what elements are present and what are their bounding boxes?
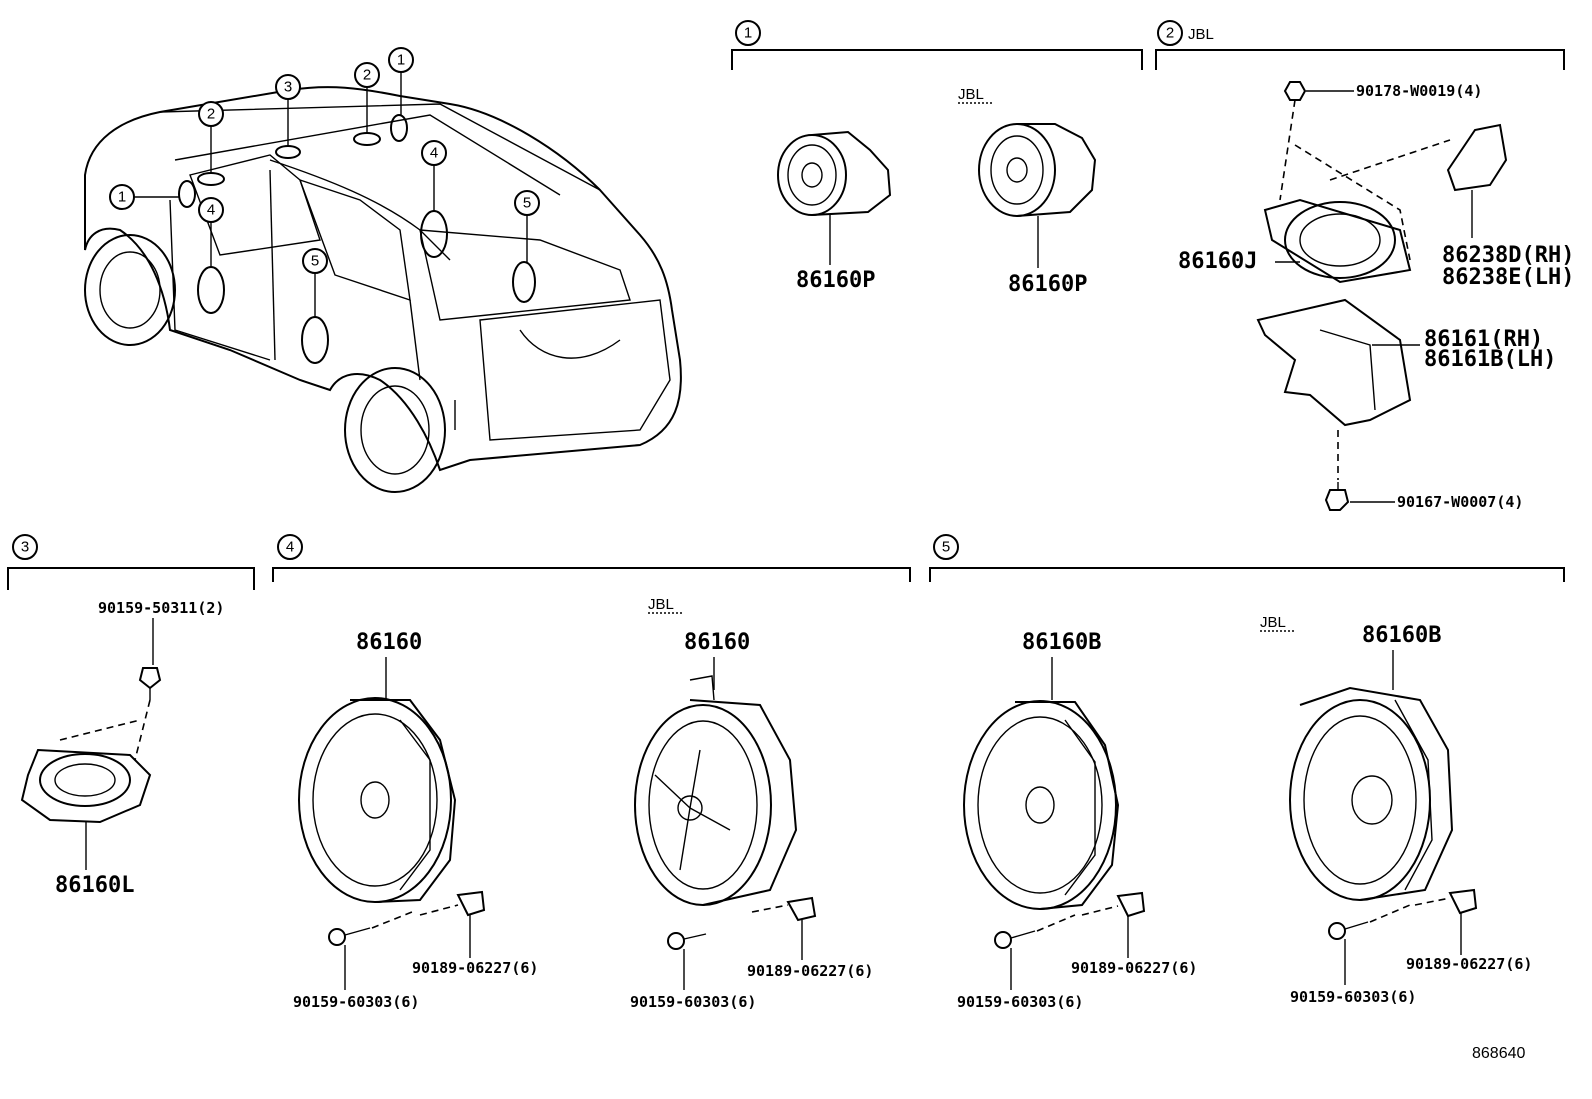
screw-icon [138, 667, 162, 700]
clip-icon [456, 890, 486, 917]
group-4-bracket [272, 567, 911, 582]
clip-86238 [1446, 123, 1508, 238]
group-1-number: 1 [744, 25, 752, 42]
clip-icon [1116, 891, 1146, 918]
group-2-bracket [1155, 49, 1565, 70]
vehicle-callouts: 1 2 3 2 1 4 4 5 5 [109, 47, 540, 274]
group-4: 4 JBL 86160 90159-60303(6) 90189-06227(6… [272, 534, 911, 1011]
callout-5-left: 5 [311, 253, 319, 270]
group-5: 5 JBL 86160B 90159-60303(6) 90189-06227(… [929, 534, 1565, 1011]
group-1-jbl-label: JBL [958, 86, 984, 103]
group-3-bracket [7, 567, 255, 590]
part-86160l: 86160L [55, 873, 134, 898]
part-90159-60303-a: 90159-60303(6) [293, 993, 419, 1011]
callout-1-front: 1 [118, 189, 126, 206]
callout-5-right: 5 [523, 195, 531, 212]
nut-icon [1283, 81, 1307, 101]
part-90159-60303-b: 90159-60303(6) [630, 993, 756, 1011]
part-90189-06227-a: 90189-06227(6) [412, 959, 538, 977]
part-86238d: 86238D(RH) [1442, 243, 1574, 268]
callout-3: 3 [284, 79, 292, 96]
part-86161: 86161(RH) [1424, 327, 1543, 352]
part-86160j: 86160J [1178, 249, 1257, 274]
diagram-id: 868640 [1472, 1045, 1525, 1062]
part-90178-w0019: 90178-W0019(4) [1356, 82, 1482, 100]
speaker-86160-jbl [634, 675, 798, 906]
part-86160-jbl: 86160 [684, 630, 750, 655]
part-86160b-std: 86160B [1022, 630, 1101, 655]
callout-4-left: 4 [207, 202, 215, 219]
tweeter-86160l [20, 748, 152, 870]
clip-icon [1448, 888, 1478, 915]
bracket-86161 [1256, 298, 1420, 427]
group-2: 2 JBL 90178-W0019(4) 86160J 86238D(RH) 8… [1155, 20, 1574, 511]
part-90159-60303-d: 90159-60303(6) [1290, 988, 1416, 1006]
group-5-number: 5 [942, 539, 950, 556]
clip-icon [786, 896, 817, 922]
callout-2-front: 2 [207, 106, 215, 123]
part-90167-w0007: 90167-W0007(4) [1397, 493, 1523, 511]
speaker-86160-std [298, 697, 457, 903]
group-2-number: 2 [1166, 25, 1174, 42]
group-1: 1 JBL 86160P 86160P [731, 20, 1143, 297]
screw-icon [994, 930, 1036, 949]
part-86160b-jbl: 86160B [1362, 623, 1441, 648]
screw-icon [667, 932, 707, 950]
screw-icon [328, 927, 371, 946]
group-5-jbl-label: JBL [1260, 614, 1286, 631]
callout-4-right: 4 [430, 145, 438, 162]
group-2-jbl-label: JBL [1188, 26, 1214, 43]
bolt-icon [1324, 482, 1350, 511]
part-90159-60303-c: 90159-60303(6) [957, 993, 1083, 1011]
group-3: 3 90159-50311(2) 86160L [7, 534, 255, 898]
tweeter-86160p-jbl [978, 123, 1097, 268]
part-86160p: 86160P [796, 268, 875, 293]
speaker-86160b-std [963, 700, 1120, 910]
part-90189-06227-b: 90189-06227(6) [747, 962, 873, 980]
part-86161b: 86161B(LH) [1424, 347, 1556, 372]
tweeter-86160p [777, 130, 892, 265]
callout-1-rear: 1 [397, 52, 405, 69]
group-1-bracket [731, 49, 1143, 70]
part-90159-50311: 90159-50311(2) [98, 599, 224, 617]
group-4-jbl-label: JBL [648, 596, 674, 613]
group-4-number: 4 [286, 539, 294, 556]
group-3-number: 3 [21, 539, 29, 556]
vehicle-illustration [84, 72, 682, 493]
part-86160-std: 86160 [356, 630, 422, 655]
part-90189-06227-c: 90189-06227(6) [1071, 959, 1197, 977]
part-90189-06227-d: 90189-06227(6) [1406, 955, 1532, 973]
part-86160p-jbl: 86160P [1008, 272, 1087, 297]
speaker-86160j [1263, 198, 1412, 284]
speaker-86160b-jbl [1289, 686, 1454, 901]
group-5-bracket [929, 567, 1565, 582]
screw-icon [1328, 921, 1369, 940]
callout-2-rear: 2 [363, 67, 371, 84]
part-86238e: 86238E(LH) [1442, 265, 1574, 290]
